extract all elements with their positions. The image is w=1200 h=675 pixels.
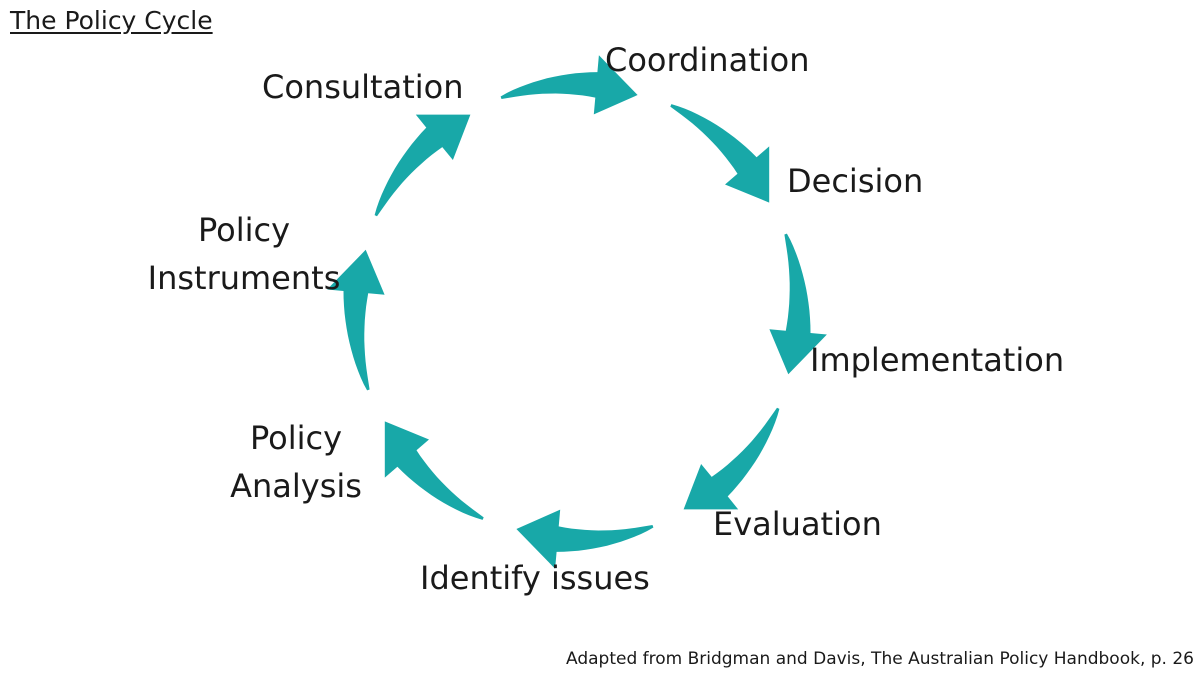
arrow-policy-instruments <box>327 249 385 391</box>
arrow-decision <box>670 104 770 203</box>
arrow-policy-analysis <box>384 421 484 520</box>
stage-label-policy-instruments-line1: Policy <box>197 211 291 249</box>
stage-label-policy-analysis-line2: Analysis <box>230 467 362 505</box>
stage-label-implementation: Implementation <box>810 341 1065 379</box>
arrow-implementation <box>769 233 827 375</box>
stage-label-policy-analysis-line1: Policy <box>249 419 343 457</box>
stage-label-consultation: Consultation <box>262 68 464 106</box>
arrow-consultation <box>374 114 471 217</box>
stage-label-identify-issues: Identify issues <box>420 559 650 597</box>
arrow-evaluation <box>683 407 780 510</box>
stage-label-policy-instruments: Policy Instruments <box>148 206 341 302</box>
stage-label-policy-instruments-line2: Instruments <box>147 259 341 297</box>
arrow-coordination <box>500 55 638 115</box>
stage-label-decision: Decision <box>787 162 924 200</box>
arrow-identify-issues <box>516 509 654 569</box>
stage-label-policy-analysis: Policy Analysis <box>230 414 362 510</box>
stage-label-evaluation: Evaluation <box>713 505 882 543</box>
source-note: Adapted from Bridgman and Davis, The Aus… <box>565 649 1194 669</box>
slide-title: The Policy Cycle <box>10 6 213 35</box>
stage-label-coordination: Coordination <box>605 41 810 79</box>
